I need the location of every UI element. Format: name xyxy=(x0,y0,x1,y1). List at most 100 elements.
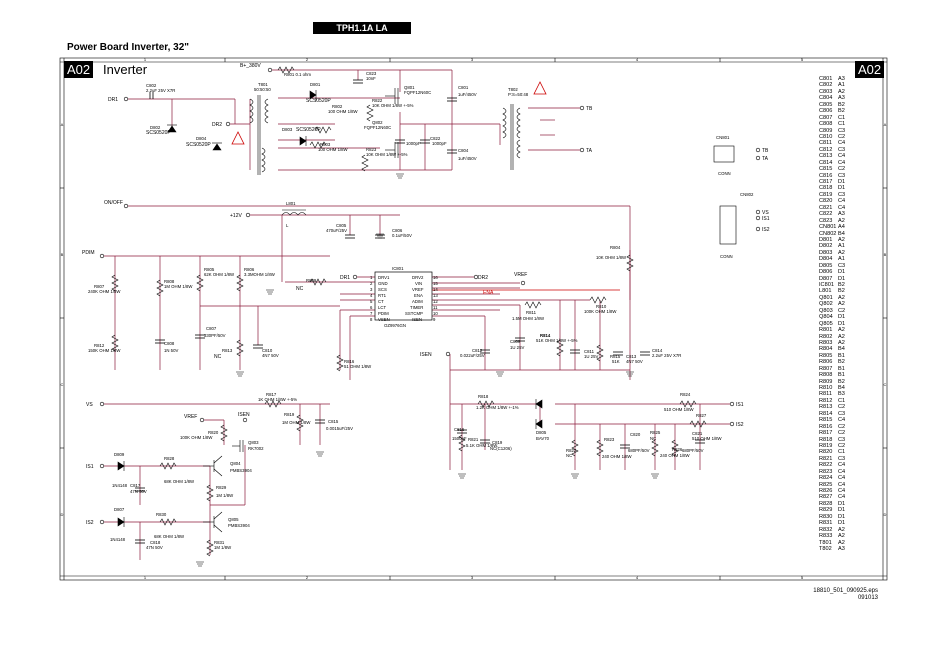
transformer-t801 xyxy=(249,95,269,175)
ref-designator: R801 xyxy=(819,327,833,334)
ref-designator: R809 xyxy=(819,378,833,385)
warning-icons xyxy=(231,81,547,145)
col-tick: 4 xyxy=(636,57,639,62)
label-r806: R806 xyxy=(244,267,255,272)
ref-designator: R802 xyxy=(819,333,833,340)
net-tb-cn: TB xyxy=(762,148,769,154)
label-ic801: IC801 xyxy=(392,266,404,271)
label-r809: R809 xyxy=(306,278,317,283)
label-c810: C810 xyxy=(262,348,273,353)
ic-pin-num: 2 xyxy=(370,281,373,286)
label-c820: C820 xyxy=(630,432,641,437)
label-c817v: 47N 50V xyxy=(130,489,147,494)
label-conn1: CONN xyxy=(718,171,731,176)
label-r808: R808 xyxy=(164,279,175,284)
ref-designator: C803 xyxy=(819,88,833,95)
ref-grid-location: C3 xyxy=(838,127,846,134)
ref-grid-location: B2 xyxy=(838,378,845,385)
label-c811v: 1U 25V xyxy=(584,354,598,359)
net-ta-cn: TA xyxy=(762,156,769,162)
label-r814v: 51K OHM 1/8W +-5% xyxy=(536,338,578,343)
ref-grid-location: C2 xyxy=(838,133,846,140)
row-tick: C xyxy=(61,382,64,387)
col-tick: 1 xyxy=(144,57,147,62)
warning-icon xyxy=(533,81,547,95)
ref-designator: D804 xyxy=(819,256,833,263)
ref-grid-location: D1 xyxy=(838,320,846,327)
net-ena: ENA xyxy=(483,290,494,296)
ref-designator: R806 xyxy=(819,359,833,366)
ref-grid-location: C1 xyxy=(838,121,846,128)
net-is2-right: IS2 xyxy=(736,422,744,428)
ref-grid-location: C4 xyxy=(838,417,846,424)
ic-pin-name: TIMER xyxy=(410,305,423,310)
ref-designator: R821 xyxy=(819,455,833,462)
ref-designator: R822 xyxy=(819,462,833,469)
label-r803v: 100 OHM 1/8W xyxy=(318,147,349,152)
net-labels: B+_380V DR1 DR2 ON/OFF +12V PDIM DR1 DR2… xyxy=(82,63,770,526)
ref-designator: R816 xyxy=(819,423,833,430)
ref-designator: R815 xyxy=(819,417,833,424)
ref-designator: C820 xyxy=(819,198,833,205)
ref-designator: T802 xyxy=(819,545,832,552)
ref-designator: R813 xyxy=(819,404,833,411)
net-isen-low: ISEN xyxy=(238,412,250,418)
net-b-plus: B+_380V xyxy=(240,63,261,69)
ref-designator: Q803 xyxy=(819,307,833,314)
label-r828: R828 xyxy=(164,456,175,461)
label-r822v: 10K OHM 1/8W +-5% xyxy=(372,103,414,108)
ref-designator: Q804 xyxy=(819,314,833,321)
label-r808v: 1M OHM 1/8W xyxy=(164,284,193,289)
ref-grid-location: A3 xyxy=(838,95,845,102)
label-c815: C815 xyxy=(328,419,339,424)
label-c804: C804 xyxy=(458,148,469,153)
label-q804: Q804 xyxy=(230,461,241,466)
inductor-l801 xyxy=(281,209,307,216)
row-tick: C xyxy=(884,382,887,387)
label-r822bv: NC xyxy=(566,453,572,458)
ic-pin-num: 4 xyxy=(370,293,373,298)
ic-pin-name: SSTCMP xyxy=(405,311,423,316)
footer-code: 091013 xyxy=(857,595,878,601)
label-c818v: 47N 50V xyxy=(146,545,163,550)
ref-grid-location: D1 xyxy=(838,275,846,282)
wires xyxy=(102,69,730,560)
net-dr1-ic: DR1 xyxy=(340,275,350,281)
ref-grid-location: A2 xyxy=(838,333,845,340)
label-c807: C807 xyxy=(206,326,217,331)
label-r817: R817 xyxy=(266,392,277,397)
label-d802: D802 xyxy=(150,125,161,130)
terminals xyxy=(99,67,761,525)
label-c816: C816 xyxy=(454,427,465,432)
label-q805: Q805 xyxy=(228,517,239,522)
label-ic801v: OZ9976GN xyxy=(384,323,406,328)
label-r824v: 510 OHM 1/8W xyxy=(664,407,695,412)
label-r802: R802 xyxy=(332,104,343,109)
label-r824: R824 xyxy=(680,392,691,397)
ref-grid-location: A2 xyxy=(838,327,845,334)
ref-grid-location: A2 xyxy=(838,339,845,346)
label-l801: L801 xyxy=(286,201,296,206)
ref-designator: R812 xyxy=(819,397,833,404)
ref-designator: C817 xyxy=(819,179,833,185)
row-tick: B xyxy=(61,252,64,257)
ref-grid-location: C1 xyxy=(838,114,846,121)
ref-designator: R817 xyxy=(819,430,833,437)
label-r805: R805 xyxy=(204,267,215,272)
ref-designator: C813 xyxy=(819,153,833,160)
